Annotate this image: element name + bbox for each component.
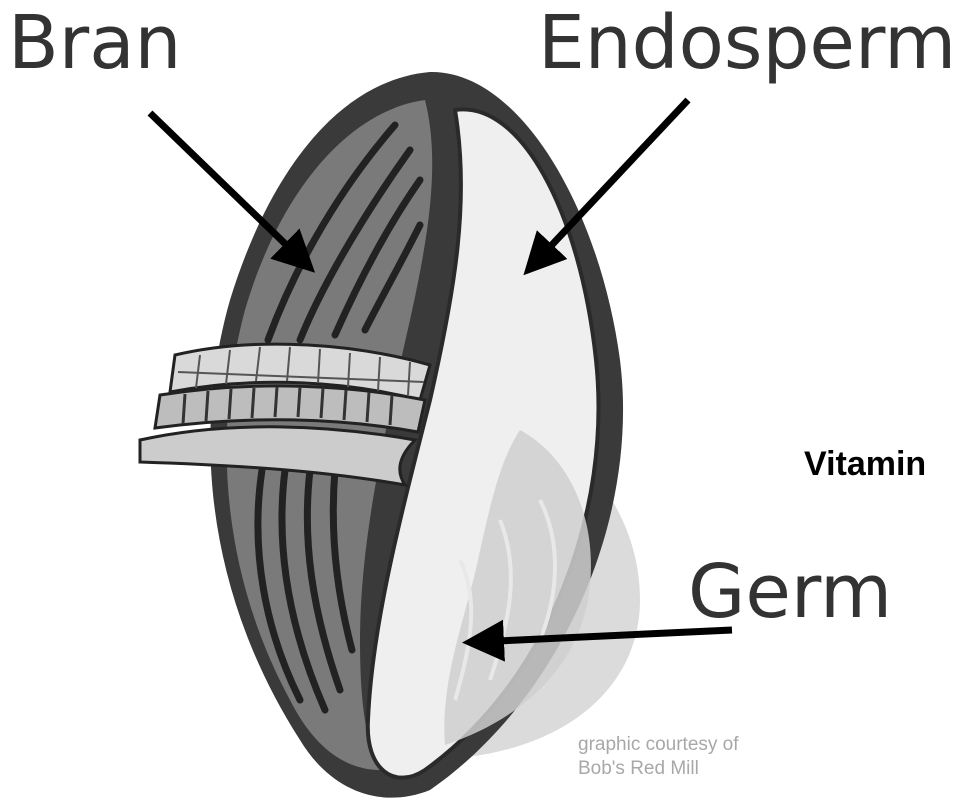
peeled-bran-layers [140,344,430,485]
endosperm-label: Endosperm [538,6,956,80]
credit-line-2: Bob's Red Mill [578,757,739,781]
credit-line-1: graphic courtesy of [578,733,739,757]
vitamin-label: Vitamin [804,447,926,481]
germ-label: Germ [688,555,892,629]
image-credit: graphic courtesy of Bob's Red Mill [578,733,739,782]
bran-label: Bran [8,6,181,80]
